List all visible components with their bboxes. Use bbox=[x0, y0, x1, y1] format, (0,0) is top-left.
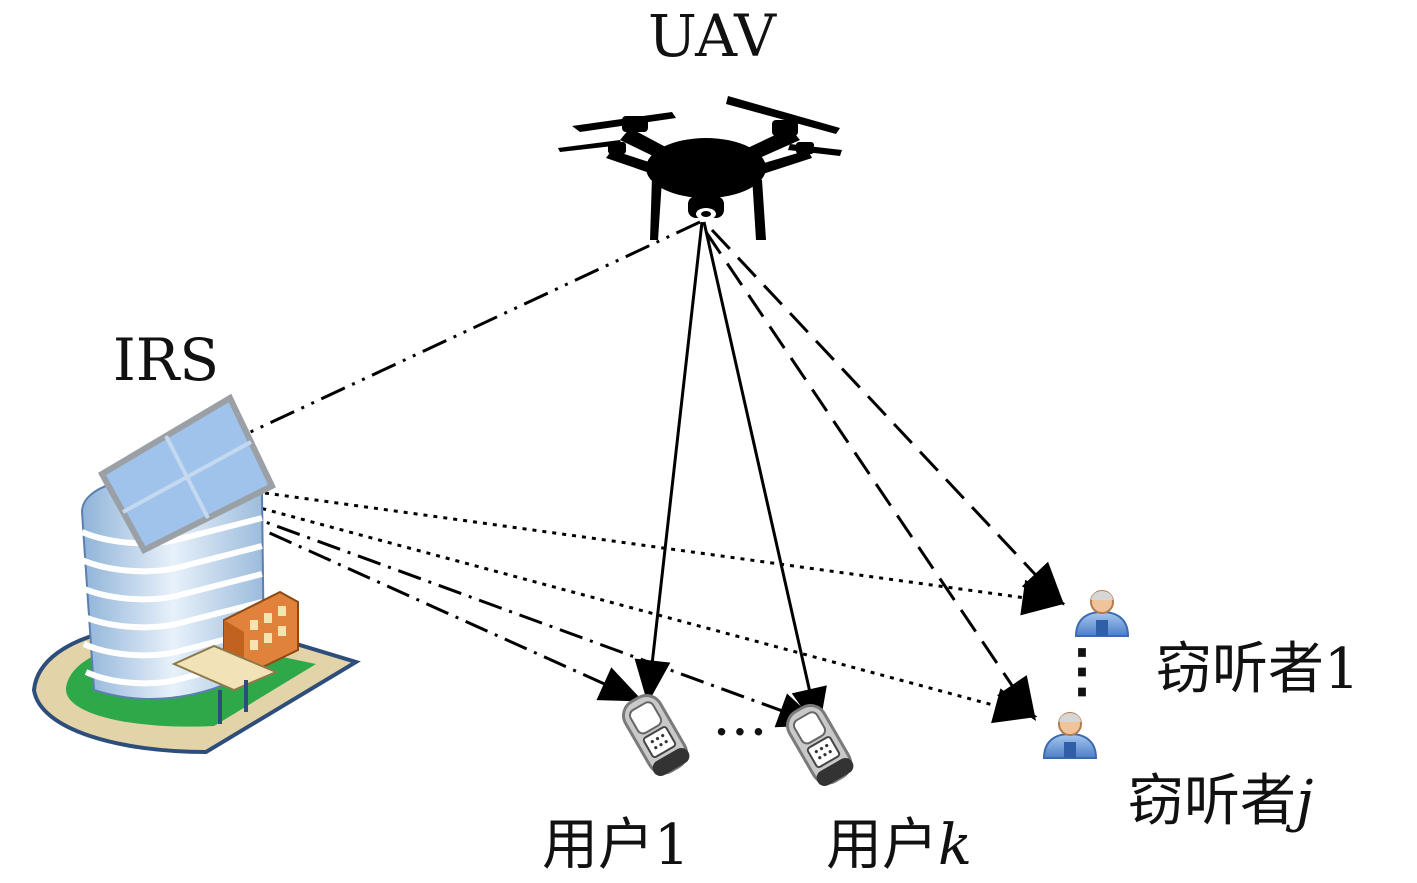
eavesdropper-j-label-text: 窃听者 bbox=[1128, 769, 1296, 834]
user-1-phone-icon bbox=[622, 693, 690, 776]
user-k-label-text: 用户 bbox=[826, 813, 938, 878]
irs-label: IRS bbox=[113, 326, 219, 394]
users-ellipsis: ··· bbox=[712, 698, 767, 766]
eavesdropper-j-person-icon bbox=[1042, 712, 1098, 759]
irs-building-icon bbox=[31, 393, 361, 755]
user-k-label-index: k bbox=[938, 813, 972, 878]
links bbox=[148, 220, 1066, 732]
link-uav-eavesdropper-j bbox=[704, 231, 1037, 721]
user-1-label-text: 用户 bbox=[542, 813, 654, 878]
uav-label: UAV bbox=[648, 2, 777, 70]
user-k-phone-icon bbox=[786, 703, 854, 786]
link-uav-user-1 bbox=[634, 221, 704, 704]
link-irs-user-k bbox=[155, 480, 822, 728]
eavesdropper-1-label: 窃听者1 bbox=[1156, 637, 1360, 702]
link-uav-user-k bbox=[702, 221, 827, 732]
eavesdropper-j-label: 窃听者j bbox=[1128, 769, 1313, 834]
link-uav-eavesdropper-1 bbox=[710, 228, 1065, 606]
eavesdropper-1-label-index: 1 bbox=[1324, 637, 1360, 702]
user-1-label-index: 1 bbox=[654, 813, 690, 878]
user-k-label: 用户k bbox=[826, 813, 972, 878]
irs-panel-icon bbox=[97, 393, 276, 554]
eavesdroppers-ellipsis: ⋮ bbox=[1053, 636, 1111, 704]
eavesdropper-1-label-text: 窃听者 bbox=[1156, 637, 1324, 702]
user-1-label: 用户1 bbox=[542, 813, 690, 878]
uav-drone-icon bbox=[558, 96, 842, 240]
link-irs-eavesdropper-j bbox=[155, 478, 1038, 724]
eavesdropper-1-person-icon bbox=[1074, 590, 1130, 637]
link-irs-eavesdropper-1 bbox=[155, 476, 1066, 616]
